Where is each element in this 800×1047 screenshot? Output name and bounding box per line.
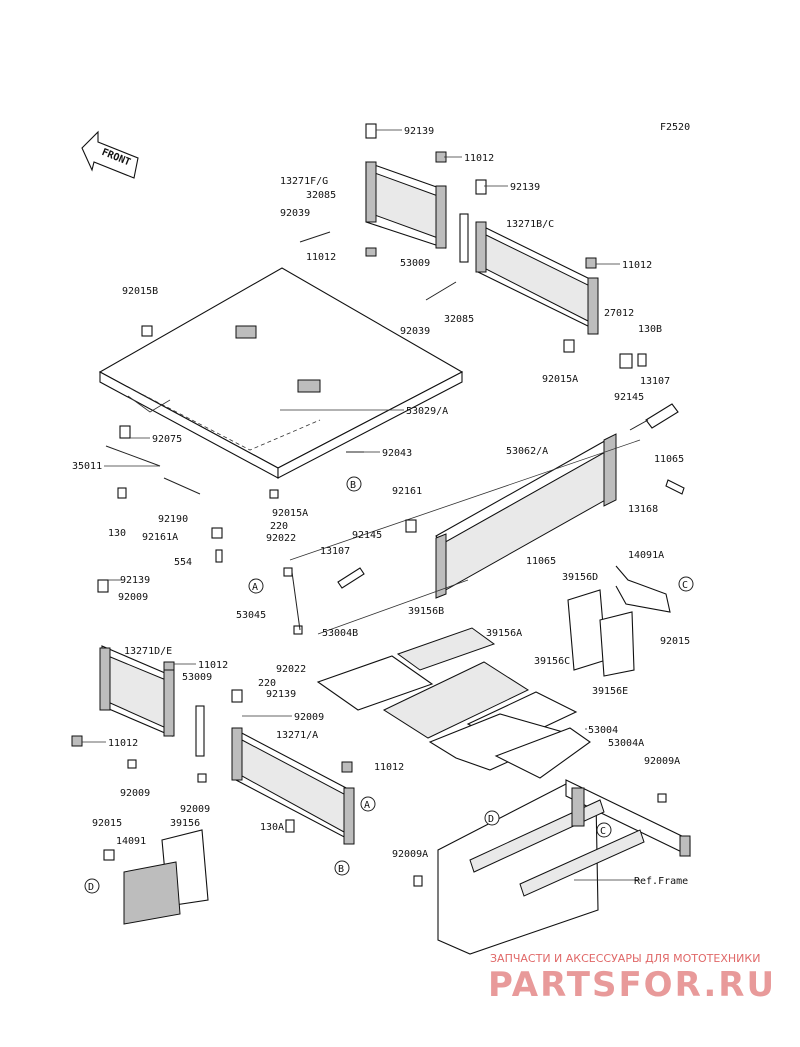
part-label: 92145 [614, 392, 644, 403]
callout-letter: D [488, 814, 494, 825]
part-label: 92015A [272, 508, 308, 519]
part-label: 53062/A [506, 446, 548, 457]
part-label: 92161 [392, 486, 422, 497]
part-label: 92039 [280, 208, 310, 219]
part-label: 92145 [352, 530, 382, 541]
part-label: Ref.Frame [634, 876, 688, 887]
watermark-caption: ЗАПЧАСТИ И АКСЕССУАРЫ ДЛЯ МОТОТЕХНИКИ [490, 952, 760, 965]
rail-53062 [435, 433, 617, 599]
part-label: 92022 [266, 533, 296, 544]
part-label: 39156A [486, 628, 522, 639]
spacer-92161 [405, 519, 417, 533]
callout-letter: A [252, 582, 258, 593]
side-gate-13271fg [365, 123, 447, 257]
part-label: 554 [174, 557, 192, 568]
part-label: 13271F/G [280, 176, 328, 187]
figure-code: F2520 [660, 122, 690, 133]
part-label: 39156D [562, 572, 598, 583]
part-label: 32085 [444, 314, 474, 325]
part-label: 130 [108, 528, 126, 539]
ref-frame [413, 779, 691, 955]
part-label: 92139 [510, 182, 540, 193]
part-label: 92161A [142, 532, 178, 543]
part-label: 13271/A [276, 730, 318, 741]
part-label: 53045 [236, 610, 266, 621]
part-label: 13168 [628, 504, 658, 515]
part-label: 92015 [660, 636, 690, 647]
part-label: 130B [638, 324, 662, 335]
callout-letter: C [600, 826, 606, 837]
part-label: 39156 [170, 818, 200, 829]
part-label: 11012 [374, 762, 404, 773]
part-label: 92009A [392, 849, 428, 860]
part-label: 92190 [158, 514, 188, 525]
part-label: 39156C [534, 656, 570, 667]
part-label: 32085 [306, 190, 336, 201]
leader-lines [82, 129, 640, 881]
part-label: 92009 [180, 804, 210, 815]
part-label: 130A [260, 822, 284, 833]
side-gate-13271a [231, 689, 355, 845]
callouts: B A C A B D C D [84, 476, 694, 894]
watermark: ЗАПЧАСТИ И АКСЕССУАРЫ ДЛЯ МОТОТЕХНИКИ PA… [488, 952, 776, 1005]
callout-letter: D [88, 882, 94, 893]
part-label: 53029/A [406, 406, 448, 417]
part-label: 35011 [72, 461, 102, 472]
part-label: 92009A [644, 756, 680, 767]
part-label: 13107 [320, 546, 350, 557]
fasteners [105, 231, 667, 833]
side-gate-13271de [71, 579, 205, 757]
part-label: 13271D/E [124, 646, 172, 657]
part-label: 92139 [404, 126, 434, 137]
callout-letter: B [338, 864, 344, 875]
part-label: 11012 [464, 153, 494, 164]
part-label: 53004B [322, 628, 358, 639]
callout-letter: A [364, 800, 370, 811]
part-label: 27012 [604, 308, 634, 319]
part-label: 92039 [400, 326, 430, 337]
cargo-deck-53029 [98, 267, 464, 479]
part-label: 14091A [628, 550, 664, 561]
part-label: 13271B/C [506, 219, 554, 230]
part-labels: 92139 11012 13271F/G 32085 92039 11012 9… [72, 126, 690, 887]
part-label: 53004 [588, 725, 618, 736]
part-label: 92015 [92, 818, 122, 829]
part-label: 11065 [654, 454, 684, 465]
part-label: 92075 [152, 434, 182, 445]
part-label: 92022 [276, 664, 306, 675]
part-label: 220 [270, 521, 288, 532]
watermark-brand: PARTSFOR.RU [488, 965, 776, 1005]
part-label: 92015B [122, 286, 158, 297]
part-label: 92009 [294, 712, 324, 723]
part-label: 92009 [120, 788, 150, 799]
part-label: 53009 [400, 258, 430, 269]
part-label: 39156E [592, 686, 628, 697]
part-label: 11012 [198, 660, 228, 671]
front-arrow-icon: FRONT [81, 130, 139, 179]
part-label: 39156B [408, 606, 444, 617]
callout-letter: B [350, 480, 356, 491]
part-label: 92139 [266, 689, 296, 700]
part-label: 92139 [120, 575, 150, 586]
part-label: 13107 [640, 376, 670, 387]
part-label: 92015A [542, 374, 578, 385]
part-label: 11065 [526, 556, 556, 567]
part-label: 11012 [622, 260, 652, 271]
rod-assembly [289, 403, 685, 635]
part-label: 14091 [116, 836, 146, 847]
callout-letter: C [682, 580, 688, 591]
floor-mats [103, 565, 671, 925]
part-label: 53009 [182, 672, 212, 683]
part-label: 11012 [108, 738, 138, 749]
part-label: 92043 [382, 448, 412, 459]
part-label: 220 [258, 678, 276, 689]
part-label: 11012 [306, 252, 336, 263]
side-gate-13271bc [459, 179, 599, 335]
part-label: 92009 [118, 592, 148, 603]
part-label: 53004A [608, 738, 644, 749]
